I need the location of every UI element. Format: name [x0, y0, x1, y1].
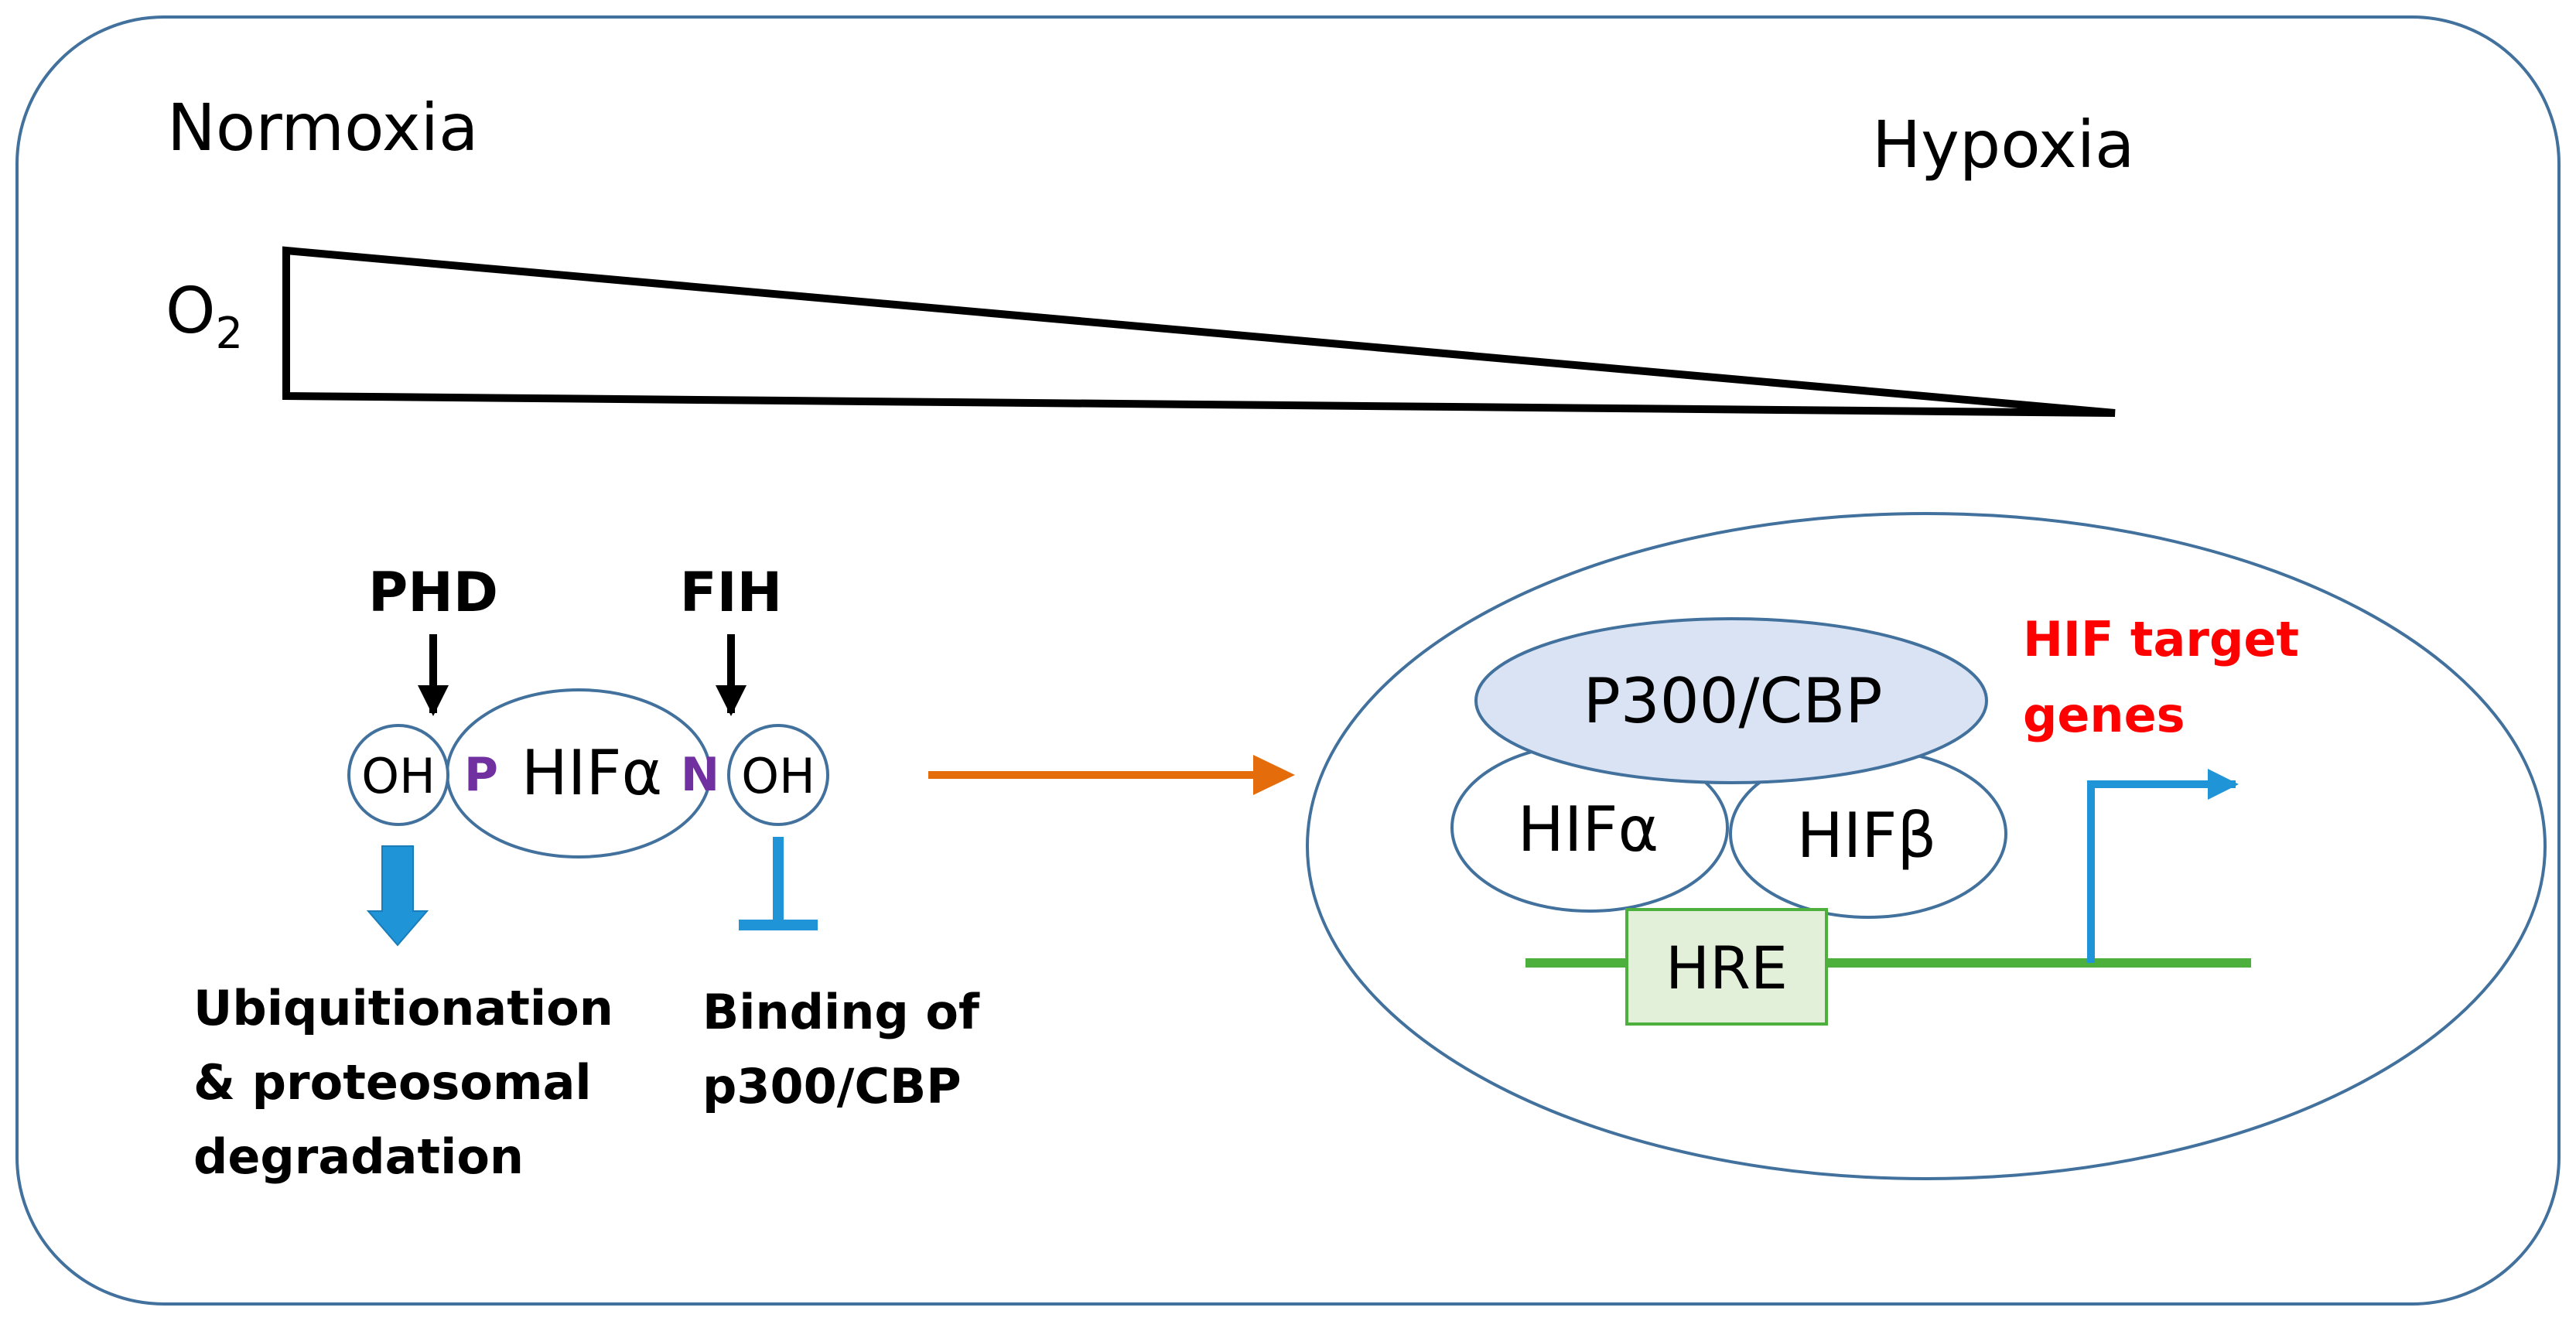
inhibition-icon [739, 837, 818, 930]
oxygen-label-subscript: 2 [216, 309, 244, 359]
target-genes-text: HIF target genes [2023, 611, 2316, 743]
hif-alpha-label-right: HIFα [1518, 794, 1659, 865]
hif-beta-label: HIFβ [1797, 800, 1937, 872]
oh-left-label: OH [361, 748, 435, 804]
hypoxia-label: Hypoxia [1872, 107, 2135, 183]
phd-label: PHD [368, 561, 498, 624]
ubiquitination-line-2: & proteosomal [193, 1054, 592, 1111]
oh-left-circle [347, 724, 449, 826]
oh-right-label: OH [741, 748, 815, 804]
binding-text: Binding of p300/CBP [702, 984, 996, 1114]
oxygen-label: O2 [166, 275, 243, 359]
hre-label: HRE [1666, 934, 1788, 1002]
fih-label: FIH [680, 561, 782, 624]
oh-right-circle [727, 724, 829, 826]
transcription-start-arrow-icon [2087, 769, 2239, 963]
ubiquitination-line-1: Ubiquitionation [193, 980, 613, 1036]
ubiquitination-line-3: degradation [193, 1128, 524, 1185]
normoxia-label: Normoxia [167, 90, 478, 166]
proline-mark: P [464, 748, 498, 802]
p300-cbp-label: P300/CBP [1584, 665, 1883, 737]
ubiquitination-text: Ubiquitionation & proteosomal degradatio… [193, 980, 630, 1185]
outer-frame [15, 15, 2561, 1306]
target-genes-line-2: genes [2023, 687, 2185, 743]
oxygen-gradient-wedge [282, 246, 2116, 417]
p300-cbp-oval [1474, 617, 1988, 784]
target-genes-line-1: HIF target [2023, 611, 2299, 667]
oxygen-label-main: O [166, 275, 216, 348]
degradation-arrow-icon [366, 845, 429, 947]
hre-box [1625, 908, 1828, 1026]
binding-line-1: Binding of [702, 984, 980, 1040]
hif-alpha-label-left: HIFα [521, 737, 663, 809]
transition-arrow-icon [928, 755, 1295, 795]
asparagine-mark: N [681, 748, 719, 802]
binding-line-2: p300/CBP [702, 1058, 962, 1114]
